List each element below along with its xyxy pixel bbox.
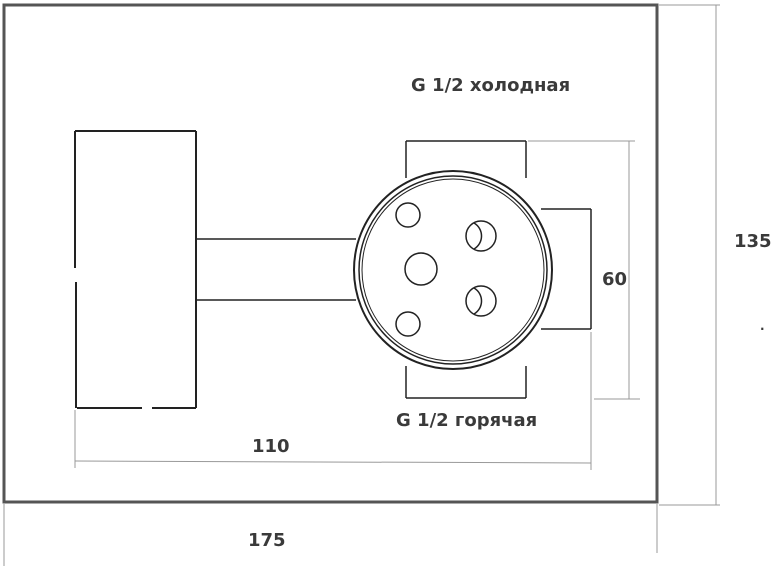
cold-port-label: G 1/2 холодная (411, 75, 570, 96)
hole-bottom-left (395, 311, 421, 337)
dimension-60-label: 60 (602, 269, 627, 290)
hole-bottom-right (465, 285, 497, 317)
hole-bottom-right-crescent (473, 287, 483, 315)
hole-top-left (395, 202, 421, 228)
hole-center (404, 252, 438, 286)
stray-dot: . (760, 319, 765, 333)
dimension-135-label: 135 (734, 231, 772, 252)
dimension-lines (3, 4, 720, 566)
connecting-pipe (196, 238, 356, 301)
valve-body (405, 140, 592, 399)
mounting-flange (74, 130, 197, 409)
hole-top-right (465, 220, 497, 252)
dimension-175-label: 175 (248, 530, 286, 551)
outer-frame (2, 3, 659, 504)
hot-port-label: G 1/2 горячая (396, 410, 537, 431)
cartridge-disc (353, 170, 553, 370)
hole-top-right-crescent (473, 222, 483, 250)
dimension-110-label: 110 (252, 436, 290, 457)
disc-holes (395, 202, 497, 337)
